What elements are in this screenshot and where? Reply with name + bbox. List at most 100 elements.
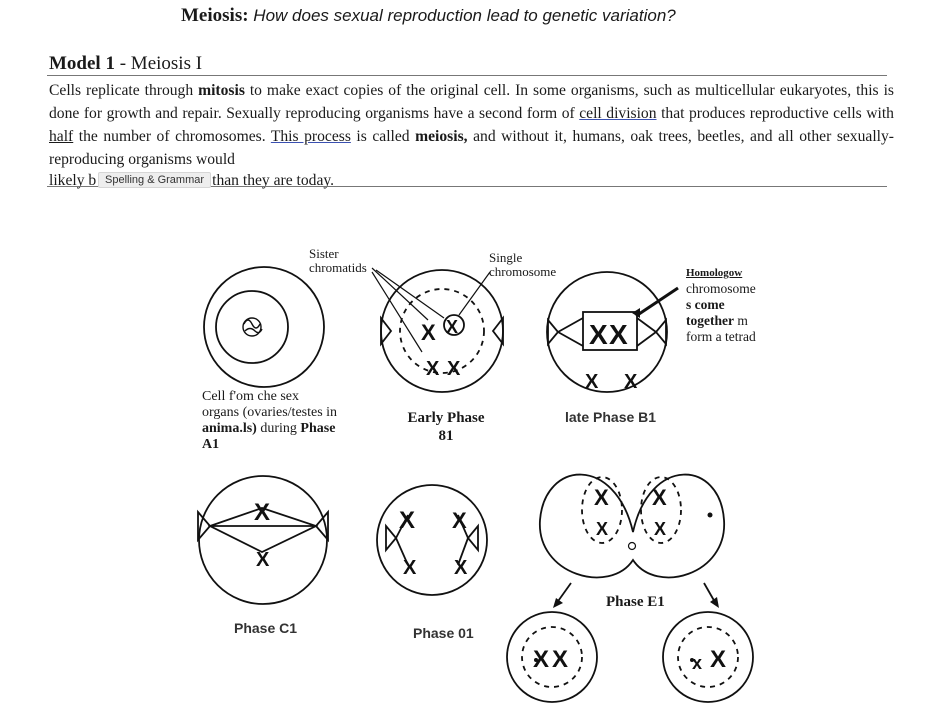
- spindle: [636, 331, 657, 347]
- chromosome-x-icon: X: [256, 549, 270, 571]
- pointer-line: [458, 271, 491, 316]
- spindle: [557, 331, 584, 347]
- centriole-dot: [690, 658, 694, 662]
- centriole-dot: [534, 658, 538, 662]
- chromosome-x-icon: X: [446, 317, 458, 337]
- chromosome-x-icon: X: [585, 371, 599, 393]
- label-single-chromosome: Single chromosome: [489, 250, 557, 279]
- chromatin-squiggle-icon: [243, 319, 263, 334]
- label-text: 81: [438, 428, 454, 444]
- pointer-arrow: [635, 286, 679, 318]
- para-text: that produces reproductive cells with: [656, 105, 894, 122]
- spindle-fibers: [207, 507, 319, 554]
- model-name: - Meiosis I: [114, 53, 203, 74]
- term-mitosis: mitosis: [198, 82, 245, 99]
- chromosome-x-icon: X: [596, 519, 608, 539]
- label-phase-01: Phase 01: [413, 625, 474, 641]
- daughter-cell-right: [662, 611, 754, 703]
- intro-paragraph: Cells replicate through mitosis to make …: [49, 79, 894, 171]
- para-text: to make exact copies of the original cel…: [49, 82, 894, 122]
- title-bold: Meiosis:: [181, 5, 249, 26]
- pointer-line: [371, 267, 429, 321]
- term-cell-division[interactable]: cell division: [579, 105, 657, 122]
- label-homologous-word: Homologow: [686, 267, 743, 279]
- chromosome-x-icon: X: [589, 319, 608, 350]
- spindle: [636, 317, 657, 333]
- label-homologous: Homologow chromosome s come together m f…: [686, 265, 806, 345]
- term-half: half: [49, 128, 74, 145]
- model-number: Model 1: [49, 53, 115, 74]
- centriole-right: [654, 317, 667, 347]
- cell-late-b1: [546, 271, 668, 393]
- para-text: the number of chromosomes.: [73, 128, 271, 145]
- centriole-left: [380, 315, 393, 347]
- label-cell-a1: Cell f'om che sex organs (ovaries/testes…: [202, 389, 362, 453]
- label-text: Early Phase: [407, 410, 485, 426]
- chromosome-x-icon: X: [624, 371, 638, 393]
- cell-a1: [203, 266, 325, 388]
- nucleus-dashed: [640, 476, 682, 544]
- label-text: m: [733, 313, 748, 328]
- chromosome-x-icon: X: [399, 507, 415, 534]
- chromosome-x-icon: X: [552, 646, 568, 673]
- label-text: s come: [686, 297, 725, 312]
- chromosome-x-icon: X: [254, 499, 270, 526]
- label-text: during: [256, 421, 301, 436]
- chromatid-circle: [443, 314, 465, 336]
- centriole-right: [314, 509, 329, 543]
- spindle-fibers: [395, 514, 469, 566]
- label-early-phase: Early Phase 81: [396, 409, 496, 445]
- chromatin-icon: [242, 317, 262, 337]
- daughter-cell-left: [506, 611, 598, 703]
- centriole-right: [466, 523, 479, 553]
- cell-phase-e1: [539, 473, 725, 579]
- spelling-grammar-tooltip[interactable]: Spelling & Grammar: [98, 172, 212, 188]
- label-text: form a tetrad: [686, 329, 756, 344]
- label-text: chromosome: [686, 281, 756, 296]
- heading-rule: [47, 75, 887, 76]
- label-text: together: [686, 313, 734, 328]
- cell-a1-nucleus: [215, 290, 289, 364]
- centriole-dot: [707, 512, 713, 518]
- centriole-left: [197, 509, 212, 543]
- chromosome-x-icon: X: [426, 358, 440, 380]
- label-late-phase-b1: late Phase B1: [565, 409, 657, 425]
- chromosome-x-icon: X: [454, 557, 468, 579]
- chromosome-x-icon: x: [692, 653, 702, 673]
- term-this-process[interactable]: This process: [270, 128, 351, 145]
- label-text: Cell f'om che sex: [202, 389, 299, 404]
- pointer-line: [375, 269, 445, 319]
- chromosome-x-icon: X: [710, 646, 726, 673]
- label-text: A1: [202, 437, 220, 452]
- chromosome-x-icon: X: [609, 319, 628, 350]
- chromosome-x-icon: X: [447, 358, 461, 380]
- pointer-line: [371, 271, 423, 353]
- label-text: Phase: [300, 421, 336, 436]
- para-last-line: likely b than they are today.: [49, 172, 334, 190]
- chromosome-x-icon: X: [594, 485, 609, 510]
- centriole-left: [385, 523, 398, 553]
- label-phase-c1: Phase C1: [234, 620, 298, 636]
- label-text: anima.ls): [202, 421, 257, 436]
- model-heading: Model 1 - Meiosis I: [49, 53, 202, 75]
- chromosome-x-icon: X: [421, 320, 436, 345]
- para-text: and without it, humans, oak trees, beetl…: [49, 128, 894, 168]
- chromosome-x-icon: X: [652, 485, 667, 510]
- cell-phase-c1: [198, 475, 328, 605]
- page-title: Meiosis: How does sexual reproduction le…: [181, 5, 676, 27]
- chromosome-x-icon: X: [654, 519, 666, 539]
- title-question: How does sexual reproduction lead to gen…: [253, 6, 676, 25]
- centriole-right: [491, 315, 504, 347]
- label-sister-chromatids: Sister chromatids: [309, 246, 367, 275]
- label-text: organs (ovaries/testes in: [202, 405, 338, 420]
- nuclear-membrane-dashed: [399, 288, 485, 374]
- para-text: than they are today.: [208, 172, 335, 189]
- paragraph-rule: [47, 186, 887, 187]
- spindle: [557, 317, 584, 333]
- cell-phase-d1: [376, 484, 488, 596]
- chromosome-x-icon: X: [403, 557, 417, 579]
- para-text: likely b: [49, 172, 97, 189]
- nucleus-dashed: [677, 626, 739, 688]
- chromosome-x-icon: X: [452, 508, 467, 533]
